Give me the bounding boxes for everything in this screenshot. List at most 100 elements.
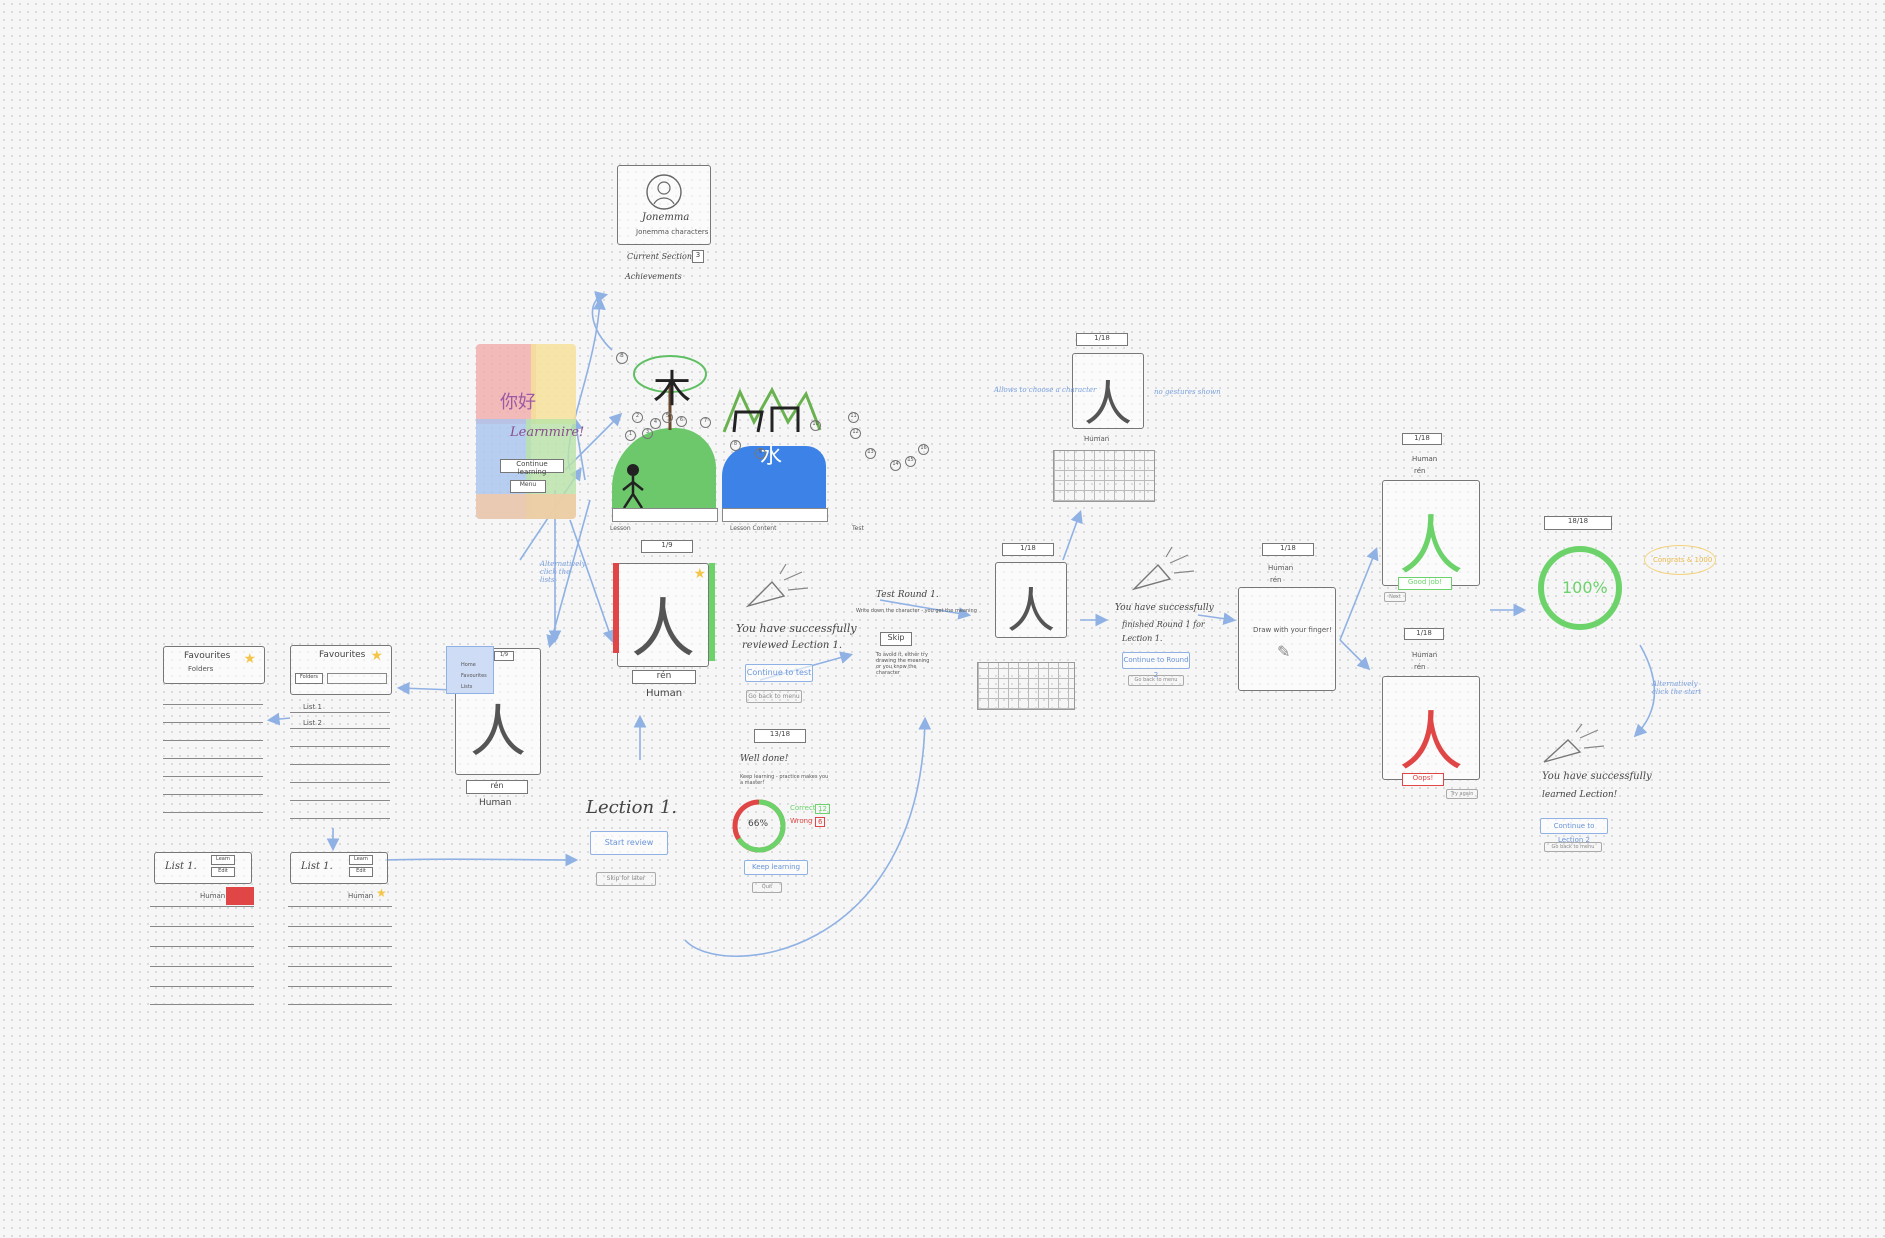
level-badge[interactable]: 5 bbox=[662, 412, 673, 423]
wrong-count: 6 bbox=[815, 817, 826, 827]
favourites-search-header[interactable]: Favourites ★ Folders bbox=[290, 645, 392, 695]
correct-label: Correct bbox=[790, 804, 816, 812]
level-badge[interactable]: 1 bbox=[625, 430, 636, 441]
pinyin-pill[interactable]: rén bbox=[632, 670, 696, 684]
level-badge[interactable]: 3 bbox=[642, 428, 653, 439]
keep-learning-button[interactable]: Keep learning bbox=[744, 860, 808, 875]
favourite-star-icon[interactable]: ★ bbox=[693, 566, 706, 582]
level-badge[interactable]: 15 bbox=[905, 456, 916, 467]
stats-percent: 66% bbox=[748, 819, 769, 829]
oops-badge: Oops! bbox=[1402, 773, 1444, 786]
learn-button[interactable]: Learn bbox=[211, 855, 235, 865]
edit-button[interactable]: Edit bbox=[349, 867, 373, 877]
stats-note: Keep learning - practice makes you a mas… bbox=[740, 774, 829, 786]
folders-button[interactable]: Folders bbox=[295, 673, 323, 684]
note: no gestures shown bbox=[1154, 388, 1221, 396]
back-to-menu-button[interactable]: Go back to menu bbox=[1128, 675, 1184, 686]
pen-icon: ✎ bbox=[1277, 642, 1291, 661]
meaning-label: Human bbox=[1084, 435, 1110, 443]
menu-drawer[interactable]: Home Favourites Lists bbox=[446, 646, 494, 694]
keyboard[interactable] bbox=[1053, 450, 1155, 502]
character-card[interactable]: 人 ★ bbox=[617, 563, 709, 667]
test-card-top[interactable]: 人 bbox=[1072, 353, 1144, 432]
back-to-menu-button[interactable]: Go back to menu bbox=[1544, 842, 1602, 852]
learn-button[interactable]: Learn bbox=[349, 855, 373, 865]
final-line1: You have successfully bbox=[1542, 771, 1652, 782]
level-badge[interactable]: 7 bbox=[700, 417, 711, 428]
list-item[interactable]: List 2 bbox=[303, 719, 322, 727]
level-badge[interactable]: B bbox=[616, 352, 628, 364]
level-badge[interactable]: 2 bbox=[632, 412, 643, 423]
note: Allows to choose a character bbox=[994, 386, 1097, 394]
counter-pill: 1/18 bbox=[1076, 333, 1128, 346]
level-badge[interactable]: 16 bbox=[918, 444, 929, 455]
level-badge[interactable]: 14 bbox=[890, 460, 901, 471]
correct-swipe-bar bbox=[709, 563, 715, 661]
test-label: Test bbox=[852, 525, 864, 532]
level-badge[interactable]: 12 bbox=[850, 428, 861, 439]
start-review-button[interactable]: Start review bbox=[590, 831, 668, 855]
search-input[interactable] bbox=[327, 673, 387, 684]
stick-figure-icon bbox=[622, 464, 644, 509]
keyboard[interactable] bbox=[977, 662, 1075, 710]
current-section-value: 3 bbox=[692, 250, 704, 263]
profile-card[interactable]: Jonemma Jonemma characters bbox=[617, 165, 711, 245]
continue-round2-button[interactable]: Continue to Round 2 bbox=[1122, 652, 1190, 679]
test-round-hint: To avoid it, either try drawing the mean… bbox=[876, 652, 930, 676]
continue-lection2-button[interactable]: Continue to Lection 2 bbox=[1540, 818, 1608, 844]
note: Alternatively click the start bbox=[1652, 680, 1702, 696]
folders-link[interactable]: Folders bbox=[188, 665, 214, 673]
skip-button[interactable]: Skip bbox=[880, 632, 912, 646]
back-to-menu-button[interactable]: Go back to menu bbox=[746, 690, 802, 703]
level-badge[interactable]: 6 bbox=[676, 416, 687, 427]
continue-to-test-button[interactable]: Continue to test bbox=[745, 664, 813, 682]
meaning-label: Human bbox=[479, 798, 512, 808]
meaning-label: Human bbox=[1268, 564, 1294, 572]
pinyin-label: rén bbox=[1270, 576, 1282, 584]
land-label: Lesson bbox=[610, 525, 631, 532]
well-done-label: Well done! bbox=[740, 754, 789, 764]
final-percent: 100% bbox=[1562, 578, 1608, 597]
menu-item-home[interactable]: Home bbox=[461, 662, 476, 668]
meaning-label: Human bbox=[1412, 651, 1438, 659]
mountains-icon bbox=[722, 386, 822, 433]
level-badge[interactable]: 10 bbox=[810, 420, 821, 431]
try-again-button[interactable]: Try again bbox=[1446, 789, 1478, 799]
sea-label: Lesson Content bbox=[730, 525, 777, 532]
test-round-subtitle: Write down the character - you get the m… bbox=[856, 608, 977, 614]
level-badge[interactable]: 4 bbox=[650, 418, 661, 429]
star-icon[interactable]: ★ bbox=[376, 886, 387, 900]
menu-button[interactable]: Menu bbox=[510, 480, 546, 493]
next-button[interactable]: Next bbox=[1384, 592, 1406, 602]
party-popper-icon bbox=[745, 563, 809, 608]
skip-later-button[interactable]: Skip for later bbox=[596, 872, 656, 886]
good-job-badge: Good job! bbox=[1398, 577, 1452, 590]
sea-world[interactable] bbox=[722, 446, 826, 520]
counter-pill: 13/18 bbox=[754, 729, 806, 743]
pinyin-pill[interactable]: rén bbox=[466, 780, 528, 794]
menu-item-lists[interactable]: Lists bbox=[461, 684, 473, 690]
menu-item-favourites[interactable]: Favourites bbox=[461, 673, 487, 679]
quit-button[interactable]: Quit bbox=[752, 882, 782, 893]
level-badge[interactable]: 13 bbox=[865, 448, 876, 459]
achievements-link[interactable]: Achievements bbox=[625, 272, 682, 281]
wrong-label: Wrong bbox=[790, 817, 813, 825]
avatar-icon bbox=[646, 174, 682, 210]
favourites-title: Favourites bbox=[319, 650, 366, 660]
continue-learning-button[interactable]: Continue learning bbox=[500, 459, 564, 476]
land-tabbar[interactable] bbox=[612, 508, 718, 522]
sea-tabbar[interactable] bbox=[722, 508, 828, 522]
level-badge[interactable]: 9 bbox=[755, 448, 766, 459]
completion-ring bbox=[1538, 546, 1622, 630]
level-badge[interactable]: 11 bbox=[848, 412, 859, 423]
level-badge[interactable]: 8 bbox=[730, 440, 741, 451]
edit-button[interactable]: Edit bbox=[211, 867, 235, 877]
delete-icon[interactable] bbox=[226, 887, 254, 905]
test-card[interactable]: 人 bbox=[995, 562, 1067, 639]
celebrate-bubble: Congrats & 1000 bbox=[1644, 545, 1716, 575]
list-item[interactable]: List 1 bbox=[303, 703, 322, 711]
pinyin-label: rén bbox=[1414, 663, 1426, 671]
favourites-header[interactable]: Favourites Folders ★ bbox=[163, 646, 265, 684]
drawing-canvas[interactable]: Draw with your finger! ✎ bbox=[1238, 587, 1336, 691]
round-done-line2: finished Round 1 for bbox=[1122, 620, 1205, 629]
